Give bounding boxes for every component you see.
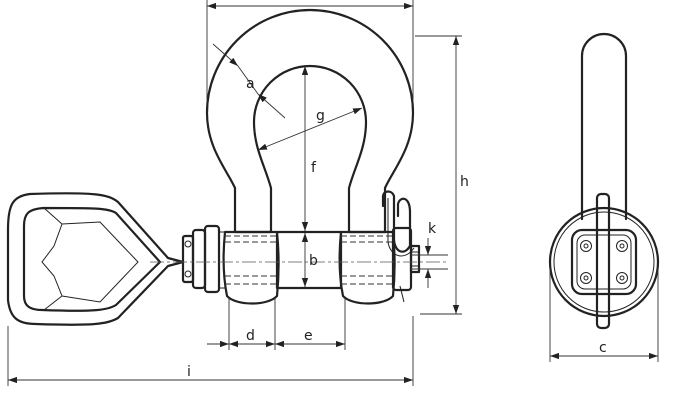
dimension-label-b: b xyxy=(309,253,318,269)
pin-body xyxy=(275,230,343,290)
shackle-bow xyxy=(205,8,415,234)
front-view xyxy=(6,8,448,326)
dimension-lines xyxy=(7,0,659,386)
bolt-hole-icon xyxy=(580,240,592,252)
dimension-label-a: a xyxy=(246,76,255,92)
dimension-labels: a g f b h k d e c i xyxy=(187,76,607,380)
dimension-label-f: f xyxy=(311,160,317,176)
side-view-bow xyxy=(580,32,628,221)
dimension-label-h: h xyxy=(460,174,469,190)
pin-collar xyxy=(203,224,221,294)
right-eye xyxy=(338,230,396,305)
dimension-label-i: i xyxy=(187,364,191,380)
bolt-hole-icon xyxy=(616,240,628,252)
left-eye xyxy=(222,230,280,305)
dimension-label-c: c xyxy=(599,340,607,356)
bolt-hole-icon xyxy=(580,272,592,284)
bolt-hole-icon xyxy=(616,272,628,284)
dimension-label-e: e xyxy=(304,328,313,344)
side-view-nut xyxy=(570,228,638,296)
safety-split-pin xyxy=(381,190,412,253)
dimension-label-g: g xyxy=(316,108,325,124)
dimension-label-d: d xyxy=(246,328,255,344)
side-view-split-pin xyxy=(595,192,611,330)
handle-grip xyxy=(6,192,185,326)
side-view xyxy=(548,32,660,330)
dimension-label-k: k xyxy=(428,221,437,237)
side-view-eye xyxy=(548,206,660,318)
pin-nut xyxy=(391,226,413,292)
